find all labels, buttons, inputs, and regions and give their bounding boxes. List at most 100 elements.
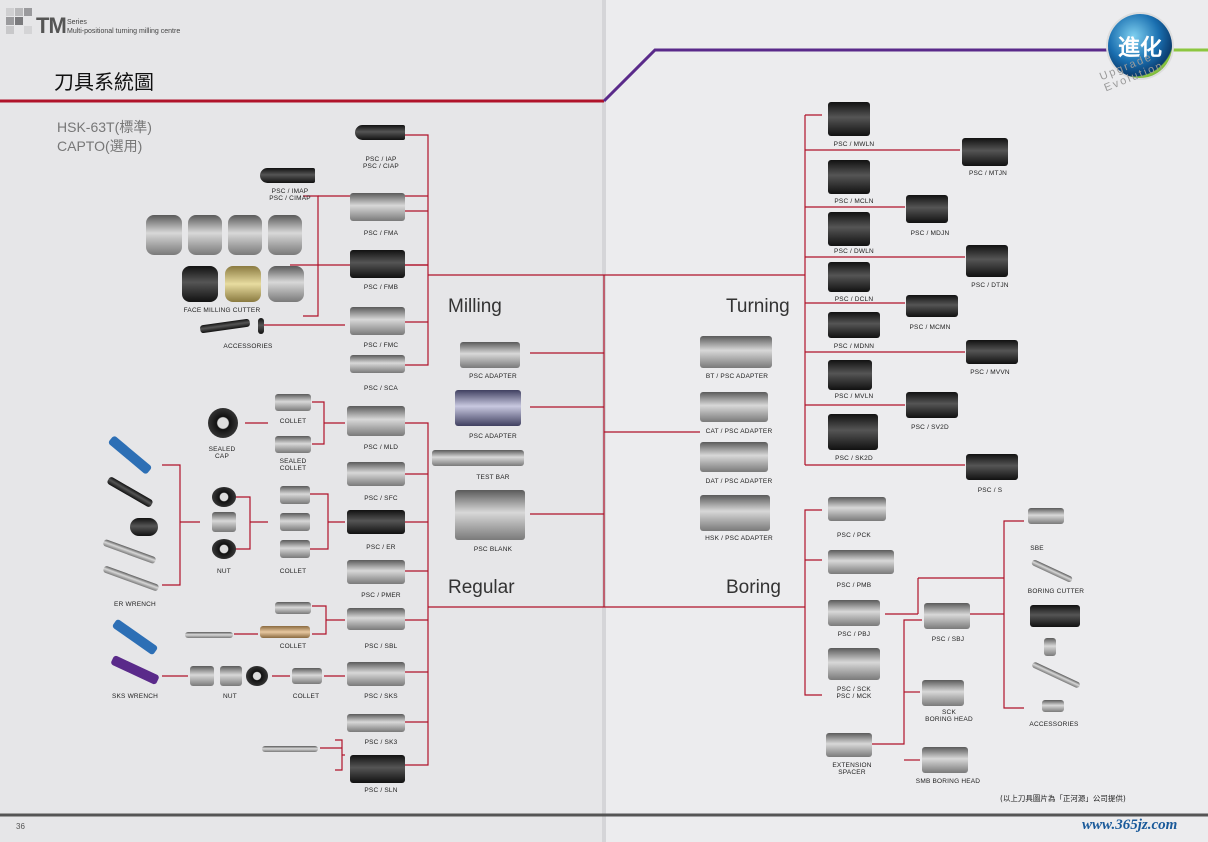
psc-dtjn-image	[966, 245, 1008, 277]
label-psc-sca: PSC / SCA	[364, 385, 398, 392]
label-psc-sks: PSC / SKS	[364, 693, 398, 700]
collet-image-2a	[280, 486, 310, 504]
smb-boring-head-image	[922, 747, 968, 773]
label-collet-2: COLLET	[279, 568, 307, 575]
psc-fmb-image	[350, 250, 405, 278]
psc-fmc-image	[350, 307, 405, 335]
psc-sk3-image	[347, 714, 405, 732]
nut-image-1	[212, 487, 236, 507]
psc-s-image	[966, 454, 1018, 480]
collet-image-4	[292, 668, 322, 684]
psc-mdjn-image	[906, 195, 948, 223]
psc-pbj-image	[828, 600, 880, 626]
sbe-image	[1028, 508, 1064, 524]
spindle-optional: CAPTO(選用)	[57, 138, 143, 154]
label-psc-mwln: PSC / MWLN	[833, 141, 875, 148]
section-boring: Boring	[726, 577, 781, 598]
accessories-right-image-2	[1044, 638, 1056, 656]
psc-sck-image	[828, 648, 880, 680]
psc-fma-image	[350, 193, 405, 221]
nut-image-6	[246, 666, 268, 686]
page-number: 36	[16, 822, 25, 831]
psc-adapter-image-2	[455, 390, 521, 426]
series-logo-grid	[6, 8, 40, 42]
label-psc-pmer: PSC / PMER	[361, 592, 401, 599]
psc-pmb-image	[828, 550, 894, 574]
sealed-collet-image	[275, 436, 311, 453]
sk3-bar-image	[262, 746, 318, 752]
face-mill-cutter-5	[182, 266, 218, 302]
section-milling: Milling	[448, 296, 502, 317]
label-psc-iap: PSC / IAP PSC / CIAP	[363, 156, 399, 170]
screw-image	[258, 318, 264, 334]
label-psc-sbj: PSC / SBJ	[931, 636, 965, 643]
accessories-right-image-4	[1042, 700, 1064, 712]
label-accessories-left: ACCESSORIES	[223, 343, 273, 350]
footer-note: (以上刀具圖片為「正河源」公司提供)	[1000, 794, 1126, 803]
hsk-psc-adapter-image	[700, 495, 770, 531]
page-title: 刀具系統圖	[54, 70, 154, 94]
label-bt-psc: BT / PSC ADAPTER	[705, 373, 769, 380]
face-mill-cutter-3	[228, 215, 262, 255]
cat-psc-adapter-image	[700, 392, 768, 422]
label-psc-mdjn: PSC / MDJN	[910, 230, 950, 237]
psc-adapter-image-1	[460, 342, 520, 368]
psc-iap-image	[355, 125, 405, 140]
face-mill-cutter-7	[268, 266, 304, 302]
psc-er-image	[347, 510, 405, 534]
psc-sca-image	[350, 355, 405, 373]
label-accessories-right: ACCESSORIES	[1029, 721, 1079, 728]
psc-blank-image	[455, 490, 525, 540]
psc-mdnn-image	[828, 312, 880, 338]
psc-imap-image	[260, 168, 315, 183]
label-collet-1: COLLET	[279, 418, 307, 425]
spindle-standard: HSK-63T(標準)	[57, 119, 152, 135]
label-face-mill: FACE MILLING CUTTER	[183, 307, 261, 314]
label-sealed-cap: SEALED CAP	[208, 446, 236, 460]
website-link[interactable]: www.365jz.com	[1082, 817, 1178, 833]
label-psc-mcmn: PSC / MCMN	[909, 324, 951, 331]
bt-psc-adapter-image	[700, 336, 772, 368]
label-psc-mtjn: PSC / MTJN	[968, 170, 1008, 177]
psc-sbj-image	[924, 603, 970, 629]
psc-pck-image	[828, 497, 886, 521]
label-test-bar: TEST BAR	[476, 474, 510, 481]
label-psc-adapter-2: PSC ADAPTER	[469, 433, 517, 440]
collet-image-3a	[275, 602, 311, 614]
label-psc-sln: PSC / SLN	[364, 787, 398, 794]
psc-dcln-image	[828, 262, 870, 292]
series-word: Series	[67, 19, 87, 26]
label-psc-s: PSC / S	[977, 487, 1003, 494]
psc-sks-image	[347, 662, 405, 686]
series-logo: TM	[36, 13, 67, 38]
label-psc-sck: PSC / SCK PSC / MCK	[836, 686, 872, 700]
label-psc-mcln: PSC / MCLN	[834, 198, 874, 205]
psc-sln-image	[350, 755, 405, 783]
extension-spacer-image	[826, 733, 872, 757]
sck-boring-head-image	[922, 680, 964, 706]
label-psc-fmb: PSC / FMB	[363, 284, 399, 291]
psc-mld-image	[347, 406, 405, 436]
badge-text: 進化	[1117, 36, 1162, 61]
label-psc-mdnn: PSC / MDNN	[833, 343, 875, 350]
collet-image-3b	[260, 626, 310, 638]
label-psc-pmb: PSC / PMB	[836, 582, 872, 589]
label-psc-sk2d: PSC / SK2D	[835, 455, 873, 462]
face-mill-cutter-2	[188, 215, 222, 255]
label-psc-dcln: PSC / DCLN	[834, 296, 874, 303]
label-psc-sv2d: PSC / SV2D	[911, 424, 949, 431]
label-sck-head: SCK BORING HEAD	[925, 709, 973, 723]
label-psc-mvvn: PSC / MVVN	[970, 369, 1010, 376]
nut-image-4	[190, 666, 214, 686]
er-wrench-image-3	[130, 518, 158, 536]
collet-image-1	[275, 394, 311, 411]
label-psc-er: PSC / ER	[366, 544, 396, 551]
label-er-wrench: ER WRENCH	[114, 601, 156, 608]
psc-mcln-image	[828, 160, 870, 194]
label-psc-sbl: PSC / SBL	[364, 643, 398, 650]
psc-sk2d-image	[828, 414, 878, 450]
label-collet-3: COLLET	[279, 643, 307, 650]
psc-sfc-image	[347, 462, 405, 486]
label-psc-dtjn: PSC / DTJN	[971, 282, 1009, 289]
